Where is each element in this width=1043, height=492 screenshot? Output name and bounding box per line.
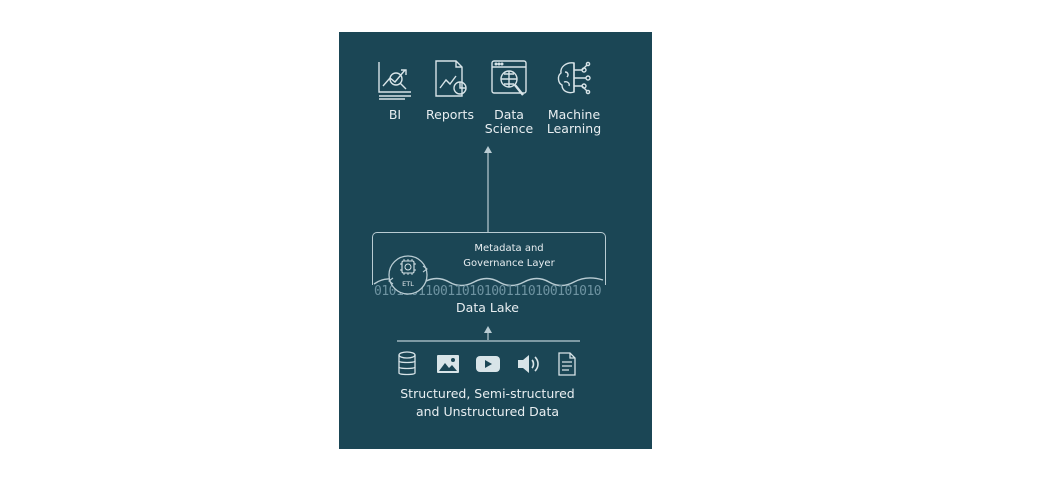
data-sources-label: Structured, Semi-structured and Unstruct…: [400, 386, 575, 419]
image-icon: [437, 355, 459, 373]
etl-cycle-icon: ETL: [388, 255, 428, 295]
audio-speaker-icon: [518, 355, 539, 373]
bi-chart-icon: [378, 62, 411, 100]
brain-circuit-icon: [557, 61, 591, 95]
database-icon: [398, 351, 416, 376]
video-play-icon: [476, 356, 500, 372]
consumer-data-science: Data Science: [474, 58, 544, 136]
arrow-to-consumers: [484, 146, 492, 232]
text-document-icon: [558, 352, 576, 376]
consumer-reports-label: Reports: [426, 107, 474, 122]
etl-label: ETL: [402, 280, 414, 288]
arrow-to-lake: [397, 326, 580, 342]
data-lake-diagram: BI Reports Data Science: [339, 32, 652, 449]
data-lake-label: Data Lake: [456, 300, 519, 315]
metadata-governance-label: Metadata and Governance Layer: [463, 243, 555, 269]
consumer-machine-learning-label: Machine Learning: [546, 107, 602, 136]
consumer-bi: BI: [360, 58, 430, 122]
consumer-machine-learning: Machine Learning: [539, 58, 609, 136]
consumer-bi-label: BI: [388, 107, 402, 122]
data-science-magnifier-icon: [491, 60, 527, 96]
binary-stream: 0101001100110101001110100101010: [374, 284, 602, 299]
report-document-icon: [435, 60, 467, 97]
metadata-governance-box: [372, 232, 606, 285]
consumer-data-science-label: Data Science: [484, 107, 534, 136]
consumer-reports: Reports: [415, 58, 485, 122]
